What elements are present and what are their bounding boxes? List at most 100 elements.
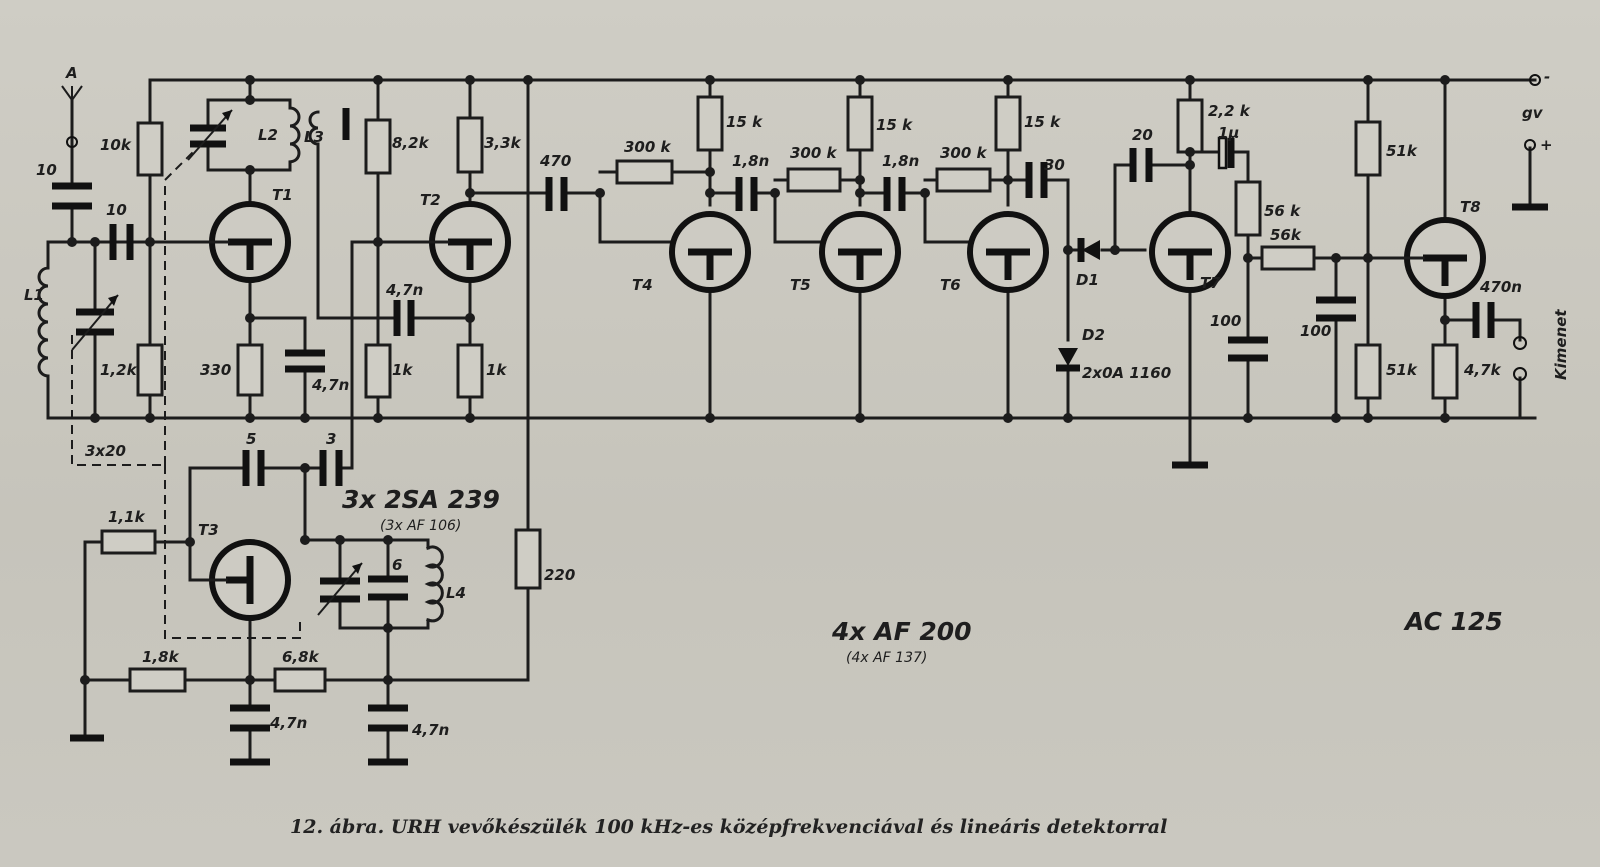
resistor-4-7k: [1431, 343, 1459, 400]
ground-symbols: [70, 203, 1548, 766]
label-r-330: 330: [200, 361, 231, 379]
label-c-4-7n-t1: 4,7n: [311, 376, 349, 394]
resistor-300k-3: [935, 167, 992, 193]
label-d1: D1: [1076, 271, 1099, 289]
resistor-1k-b: [456, 343, 484, 399]
label-l3: L3: [304, 128, 324, 146]
transistor-t3: [208, 539, 291, 621]
gang-tuning-link: [71, 149, 301, 639]
transistor-t7: [1149, 211, 1231, 293]
variable-capacitor-l1: [71, 294, 119, 351]
label-r-1-2k: 1,2k: [100, 361, 138, 379]
label-l2: L2: [258, 126, 278, 144]
resistor-1-2k: [136, 343, 164, 397]
resistor-15k-3: [994, 95, 1022, 152]
label-plus: +: [1540, 136, 1553, 154]
resistor-51k-a: [1354, 120, 1382, 177]
diode-d1: [1077, 238, 1100, 262]
transistor-t4: [669, 211, 751, 293]
label-r-4-7k: 4,7k: [1463, 361, 1502, 379]
label-c-100-b: 100: [1300, 322, 1331, 340]
capacitor-4-7n-t2: [393, 300, 415, 336]
label-r-51k-b: 51k: [1386, 361, 1418, 379]
transistor-t8: [1398, 217, 1486, 299]
label-gv: gv: [1522, 104, 1544, 122]
label-t1: T1: [272, 186, 293, 204]
label-t6: T6: [940, 276, 961, 294]
label-t2: T2: [420, 191, 441, 209]
label-r-1-8k: 1,8k: [142, 648, 180, 666]
resistor-56k-a: [1234, 180, 1262, 237]
label-l1: L1: [24, 286, 44, 304]
resistor-56k-b: [1260, 245, 1316, 271]
label-c-6: 6: [392, 556, 402, 574]
labels: A 10 10 10k 1,2k L1 3x20 L2 L3 T1 330 4,…: [24, 64, 1570, 838]
inductor-l1: [37, 266, 50, 382]
label-r-8-2k: 8,2k: [392, 134, 430, 152]
label-r-300k-2: 300 k: [790, 144, 838, 162]
label-c-4-7n-br: 4,7n: [411, 721, 449, 739]
capacitor-6: [368, 575, 408, 601]
capacitor-10-input: [109, 224, 134, 260]
label-r-15k-3: 15 k: [1024, 113, 1061, 131]
label-r-300k-3: 300 k: [940, 144, 988, 162]
label-mixer-type: 3x 2SA 239: [342, 485, 500, 514]
label-c-4-7n-t2: 4,7n: [385, 281, 423, 299]
resistor-10k: [136, 121, 164, 177]
label-c-1u: 1µ: [1218, 124, 1239, 142]
diodes: [1056, 238, 1100, 372]
variable-capacitor-l4: [317, 562, 363, 616]
inductor-l4: [424, 545, 444, 623]
capacitor-100-b: [1316, 296, 1356, 322]
resistor-8-2k: [364, 118, 392, 175]
capacitor-20: [1129, 148, 1153, 182]
label-c-470: 470: [539, 152, 571, 170]
label-l4: L4: [446, 584, 466, 602]
label-c-in: 10: [106, 201, 127, 219]
label-c-100-a: 100: [1210, 312, 1241, 330]
label-kimenet: Kimenet: [1552, 309, 1570, 380]
transistor-t1: [208, 201, 291, 283]
resistor-1k-a: [364, 343, 392, 399]
label-minus: -: [1544, 68, 1550, 86]
label-c-ant: 10: [36, 161, 57, 179]
variable-capacitors: [71, 109, 363, 616]
diode-d2: [1056, 348, 1080, 372]
label-r-1-1k: 1,1k: [108, 508, 146, 526]
supply-plus-terminal: [1524, 139, 1536, 151]
label-c-3: 3: [326, 430, 336, 448]
capacitor-1-8n-1: [735, 177, 758, 211]
resistor-15k-1: [696, 95, 724, 152]
label-r-1k-b: 1k: [486, 361, 507, 379]
label-c-20: 20: [1132, 126, 1153, 144]
label-r-15k-1: 15 k: [726, 113, 763, 131]
antenna-symbol: [61, 85, 83, 148]
capacitor-3: [319, 450, 343, 486]
label-t5: T5: [790, 276, 811, 294]
label-r-15k-2: 15 k: [876, 116, 913, 134]
label-if-type: 4x AF 200: [831, 617, 972, 646]
label-r-220: 220: [544, 566, 575, 584]
figure-caption: 12. ábra. URH vevőkészülék 100 kHz-es kö…: [290, 816, 1167, 838]
label-r-1k-a: 1k: [392, 361, 413, 379]
label-c-1-8n-1: 1,8n: [732, 152, 769, 170]
transistor-t5: [819, 211, 901, 293]
label-r-10k: 10k: [100, 136, 132, 154]
transistors: [208, 201, 1486, 621]
capacitor-100-a: [1228, 336, 1268, 362]
resistor-51k-b: [1354, 343, 1382, 400]
label-t8: T8: [1460, 198, 1481, 216]
resistor-300k-2: [786, 167, 842, 193]
label-d2: D2: [1082, 326, 1105, 344]
label-mixer-alt: (3x AF 106): [380, 518, 461, 534]
capacitor-470: [545, 177, 568, 211]
variable-capacitor-l2: [187, 109, 233, 161]
resistor-300k-1: [615, 159, 674, 185]
capacitor-1-8n-2: [883, 177, 906, 211]
transistor-t6: [967, 211, 1049, 293]
label-out-type: AC 125: [1403, 607, 1503, 636]
label-c-5: 5: [246, 430, 256, 448]
resistor-1-8k: [128, 667, 187, 693]
resistors: [100, 95, 1459, 693]
